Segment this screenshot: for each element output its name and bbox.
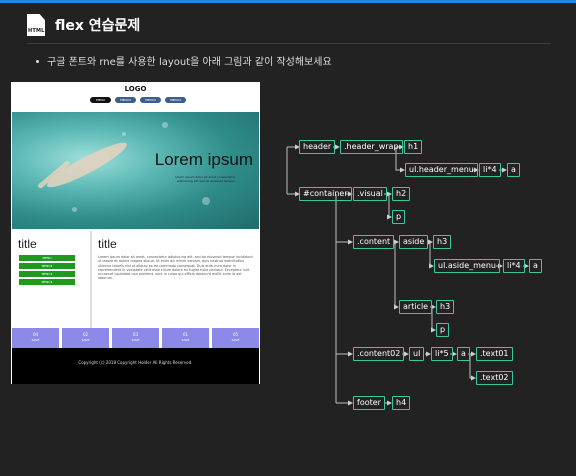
node-h3-aside: h3	[433, 235, 452, 249]
node-li-aside: li*4	[503, 259, 525, 273]
node-h3-article: h3	[436, 300, 455, 314]
node-article: article	[399, 300, 433, 314]
html-file-icon: HTML	[27, 14, 45, 36]
preview-visual: Lorem ipsum Lorem ipsum dolor sit amet c…	[12, 112, 259, 229]
node-li-content02: li*5	[431, 347, 453, 361]
box-label: SAVE	[31, 338, 40, 342]
box-label: SAVE	[81, 338, 90, 342]
node-h1: h1	[404, 140, 423, 154]
node-content02: .content02	[353, 347, 405, 361]
node-p-visual: p	[392, 210, 406, 224]
preview-article-title: title	[98, 237, 117, 251]
node-content: .content	[353, 235, 395, 249]
box-number: 01	[182, 332, 189, 337]
preview-article: title Lorem ipsum dolor sit amet, consec…	[93, 231, 259, 329]
node-a-aside: a	[529, 259, 542, 273]
node-footer: footer	[353, 396, 385, 410]
preview-menu-item[interactable]: MENU4	[165, 97, 186, 103]
preview-header: LOGO MENU MENU2 MENU3 MENU4	[11, 82, 260, 110]
node-h4: h4	[392, 396, 411, 410]
preview-aside-item[interactable]: MENU2	[19, 263, 75, 269]
box-label: SAVE	[181, 338, 190, 342]
html-icon-label: HTML	[28, 28, 45, 34]
preview-footer: Copyright (c) 2018 Copyright Holder All …	[12, 348, 259, 384]
node-h2: h2	[392, 187, 411, 201]
preview-menu-item[interactable]: MENU2	[115, 97, 136, 103]
page-title: flex 연습문제	[55, 18, 141, 34]
preview-menu-item[interactable]: MENU	[90, 97, 111, 103]
node-ul-header-menu: ul.header_menu	[405, 163, 478, 177]
bullet-dot-icon	[36, 59, 39, 63]
node-visual: .visual	[353, 187, 387, 201]
node-header: header	[299, 140, 336, 154]
page-header: HTML flex 연습문제	[27, 14, 140, 36]
preview-menu-item[interactable]: MENU3	[140, 97, 161, 103]
box-number: 05	[232, 332, 239, 337]
top-accent-bar	[0, 0, 576, 3]
node-p-article: p	[436, 323, 450, 337]
instruction-item: 구글 폰트와 rne를 사용한 layout을 아래 그림과 같이 작성해보세요	[36, 53, 332, 68]
node-aside: aside	[399, 235, 429, 249]
header-divider	[27, 43, 551, 44]
preview-visual-heading: Lorem ipsum	[154, 150, 253, 169]
preview-aside-title: title	[18, 237, 37, 251]
layout-preview: LOGO MENU MENU2 MENU3 MENU4 Lorem ipsum …	[11, 82, 260, 384]
box-number: 03	[132, 332, 139, 337]
node-a-content02: a	[457, 347, 470, 361]
preview-footer-text: Copyright (c) 2018 Copyright Holder All …	[78, 360, 193, 365]
node-ul: ul	[409, 347, 425, 361]
node-header-wrap: .header_wrap	[340, 140, 403, 154]
box-number: 02	[82, 332, 89, 337]
preview-aside: title MENU MENU2 MENU3 MENU4	[12, 231, 92, 329]
preview-aside-menu: MENU MENU2 MENU3 MENU4	[19, 255, 75, 287]
node-li-header: li*4	[479, 163, 501, 177]
box-number: 04	[32, 332, 39, 337]
preview-aside-item[interactable]: MENU3	[19, 271, 75, 277]
node-container: #container	[299, 187, 352, 201]
preview-aside-item[interactable]: MENU	[19, 255, 75, 261]
box-label: SAVE	[131, 338, 140, 342]
box-label: SAVE	[231, 338, 240, 342]
preview-visual-text: Lorem ipsum dolor sit amet consectetur a…	[174, 175, 235, 183]
preview-article-text: Lorem ipsum dolor sit amet, consectetur …	[98, 255, 253, 281]
preview-header-menu: MENU MENU2 MENU3 MENU4	[90, 97, 186, 103]
node-ul-aside-menu: ul.aside_menu	[434, 259, 500, 273]
preview-logo: LOGO	[124, 85, 147, 93]
instruction-text: 구글 폰트와 rne를 사용한 layout을 아래 그림과 같이 작성해보세요	[47, 57, 332, 68]
node-a-header: a	[507, 163, 520, 177]
node-text02: .text02	[476, 371, 513, 385]
preview-aside-item[interactable]: MENU4	[19, 279, 75, 285]
node-text01: .text01	[476, 347, 513, 361]
